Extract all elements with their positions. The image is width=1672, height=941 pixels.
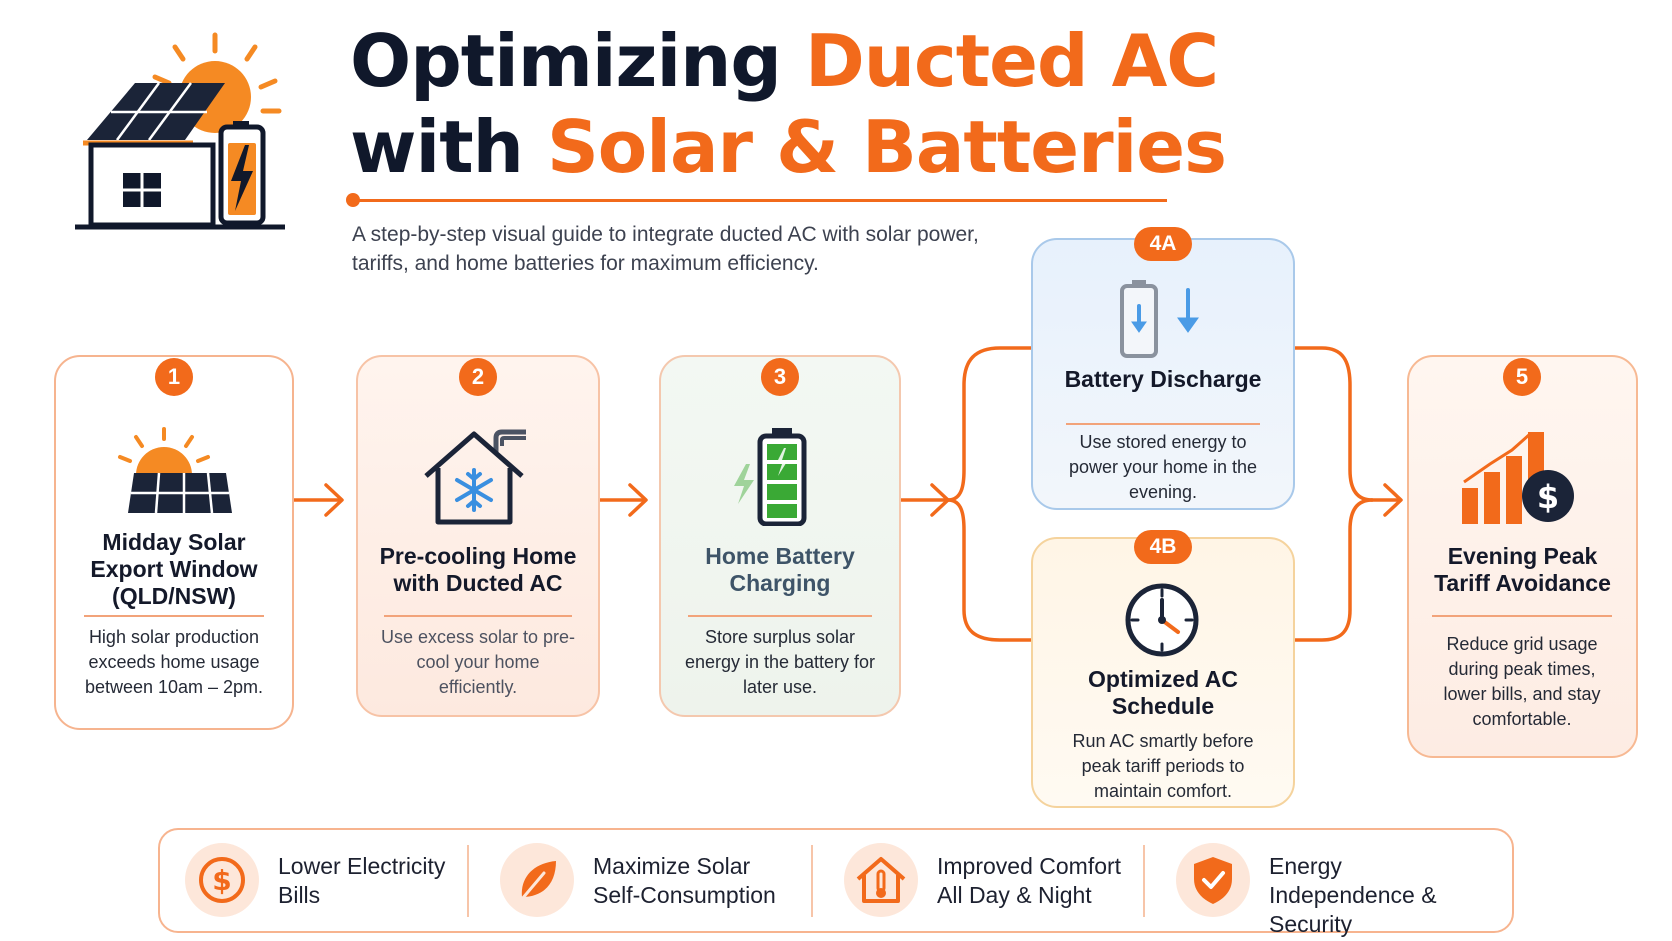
- branch-to-4b: [946, 498, 1033, 642]
- title-line2-accent: Solar & Batteries: [546, 105, 1227, 189]
- title-line1-dark: Optimizing: [350, 19, 782, 103]
- benefit-divider: [811, 845, 813, 917]
- leaf-icon: [500, 843, 574, 917]
- step-title: Battery Discharge: [1064, 366, 1262, 392]
- step-card-4b: [1031, 537, 1295, 808]
- clock-icon: [1122, 580, 1202, 660]
- step-body: Use excess solar to pre-cool your home e…: [380, 627, 576, 697]
- page-title: Optimizing Ducted AC with Solar & Batter…: [350, 18, 1227, 190]
- svg-text:$: $: [212, 864, 231, 897]
- benefit-divider: [467, 845, 469, 917]
- benefits-bar: [158, 828, 1514, 933]
- title-line1-accent: Ducted AC: [805, 19, 1219, 103]
- step-title: Optimized AC Schedule: [1088, 666, 1238, 719]
- step-card-3: [659, 355, 901, 717]
- step-title: Pre-cooling Home with Ducted AC: [379, 543, 577, 596]
- step-badge: 2: [459, 358, 497, 396]
- step-badge: 4B: [1134, 530, 1192, 564]
- battery-charging-icon: [724, 424, 834, 526]
- benefit-icon-circle: $: [185, 843, 259, 917]
- benefit-label: Maximize Solar Self-Consumption: [593, 853, 776, 908]
- benefit-divider: [1143, 845, 1145, 917]
- step-body: Use stored energy to power your home in …: [1068, 432, 1258, 502]
- step-card-1: [54, 355, 294, 730]
- card-divider: [384, 615, 572, 617]
- svg-text:$: $: [1537, 478, 1559, 516]
- page-subtitle: A step-by-step visual guide to integrate…: [352, 223, 979, 275]
- title-divider: [352, 199, 1167, 202]
- dollar-icon: $: [185, 843, 259, 917]
- house-thermometer-icon: [844, 843, 918, 917]
- card-divider: [1066, 423, 1260, 425]
- arrow-merge-5-head: [1383, 483, 1403, 517]
- step-title: Home Battery Charging: [705, 543, 855, 596]
- benefit-label: Lower Electricity Bills: [278, 853, 446, 908]
- benefit-icon-circle: [844, 843, 918, 917]
- step-badge: 3: [761, 358, 799, 396]
- shield-check-icon: [1176, 843, 1250, 917]
- merge-from-4a: [1293, 346, 1374, 502]
- step-card-4a: [1031, 238, 1295, 510]
- card-divider: [1432, 615, 1612, 617]
- card-divider: [84, 615, 264, 617]
- battery-discharge-icon: [1110, 278, 1210, 358]
- step-card-2: [356, 355, 600, 717]
- step-body: Run AC smartly before peak tariff period…: [1072, 731, 1254, 801]
- step-card-5: [1407, 355, 1638, 758]
- benefit-label: Energy Independence & Security: [1269, 853, 1437, 937]
- step-body: Reduce grid usage during peak times, low…: [1443, 634, 1601, 729]
- step-title: Evening Peak Tariff Avoidance: [1434, 543, 1611, 596]
- arrow-2-3-head: [628, 483, 648, 517]
- branch-to-4a: [946, 346, 1033, 502]
- house-snowflake-icon: [422, 426, 534, 526]
- card-divider: [688, 615, 872, 617]
- step-body: Store surplus solar energy in the batter…: [684, 627, 876, 697]
- house-solar-battery-icon: [75, 25, 290, 235]
- step-body: High solar production exceeds home usage…: [84, 627, 264, 697]
- benefit-label: Improved Comfort All Day & Night: [937, 853, 1122, 908]
- merge-from-4b: [1293, 498, 1374, 642]
- step-title: Midday Solar Export Window (QLD/NSW): [90, 529, 258, 609]
- step-badge: 5: [1503, 358, 1541, 396]
- benefit-icon-circle: [1176, 843, 1250, 917]
- solar-panel-sun-icon: [114, 425, 234, 517]
- step-badge: 4A: [1134, 227, 1192, 261]
- arrow-1-2-head: [324, 483, 344, 517]
- step-badge: 1: [155, 358, 193, 396]
- bar-chart-dollar-icon: $: [1460, 428, 1584, 528]
- title-line2-dark: with: [350, 105, 524, 189]
- benefit-icon-circle: [500, 843, 574, 917]
